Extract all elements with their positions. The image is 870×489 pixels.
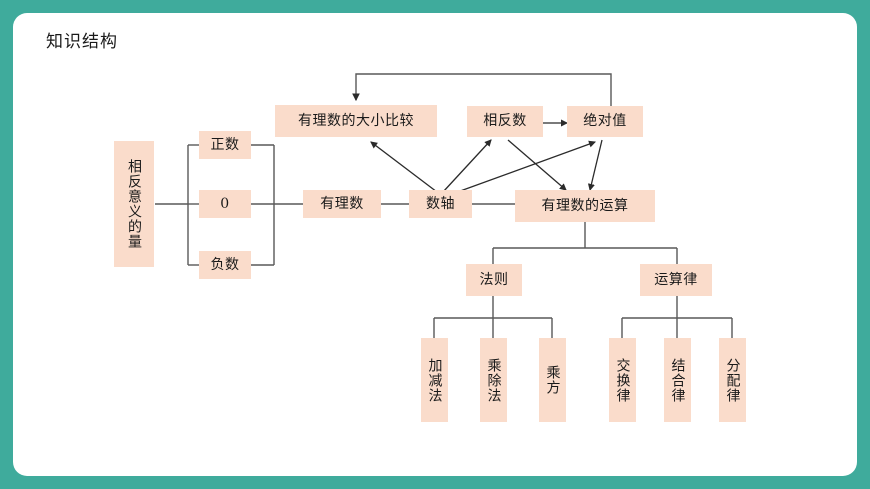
node-add-sub[interactable]: 加减法 xyxy=(421,338,448,422)
node-opposite-number[interactable]: 相反数 xyxy=(467,106,543,137)
node-commutative[interactable]: 交换律 xyxy=(609,338,636,422)
node-power[interactable]: 乘方 xyxy=(539,338,566,422)
node-rules[interactable]: 法则 xyxy=(466,264,522,296)
node-absolute-value[interactable]: 绝对值 xyxy=(567,106,643,137)
node-distributive[interactable]: 分配律 xyxy=(719,338,746,422)
node-associative[interactable]: 结合律 xyxy=(664,338,691,422)
node-laws[interactable]: 运算律 xyxy=(640,264,712,296)
node-rational-number[interactable]: 有理数 xyxy=(303,190,381,218)
node-operations[interactable]: 有理数的运算 xyxy=(515,190,655,222)
node-mul-div[interactable]: 乘除法 xyxy=(480,338,507,422)
node-negative[interactable]: 负数 xyxy=(199,251,251,279)
page-title: 知识结构 xyxy=(46,32,118,52)
node-opposite-quantity[interactable]: 相反意义的量 xyxy=(114,141,154,267)
node-zero[interactable]: 0 xyxy=(199,190,251,218)
node-positive[interactable]: 正数 xyxy=(199,131,251,159)
node-number-line[interactable]: 数轴 xyxy=(409,190,472,218)
node-compare[interactable]: 有理数的大小比较 xyxy=(275,105,437,137)
